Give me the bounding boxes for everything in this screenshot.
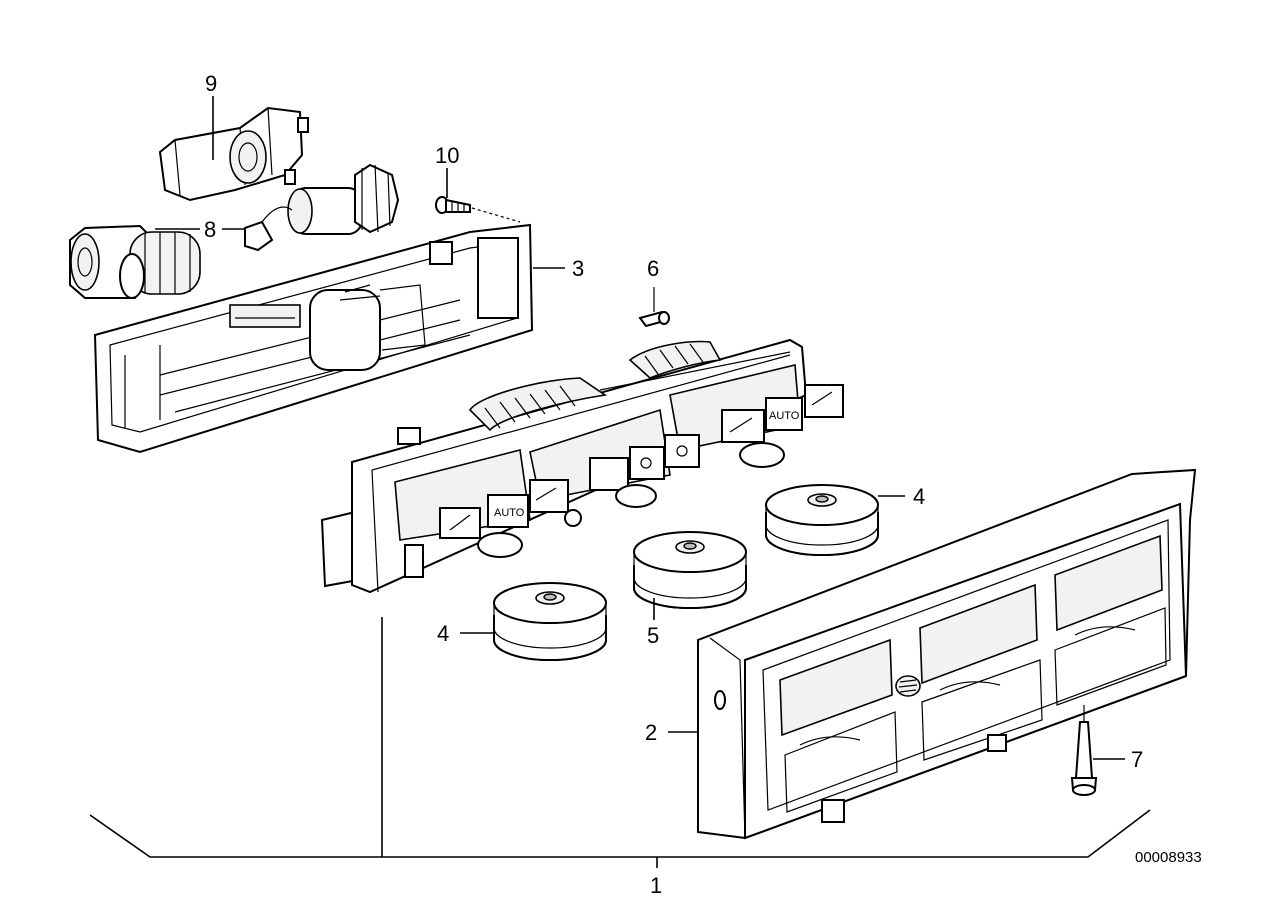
part-3-rear-frame	[93, 223, 534, 454]
part-5-knob	[633, 531, 747, 609]
callout-5: 5	[647, 623, 659, 648]
callout-4-left: 4	[437, 621, 449, 646]
callout-1: 1	[650, 873, 662, 898]
part-8-bulb-holder-left	[69, 224, 201, 299]
auto-label-right: AUTO	[769, 410, 800, 422]
part-4-knob-right	[765, 484, 879, 556]
sun-button	[629, 446, 665, 480]
part-6-bulb	[638, 287, 670, 328]
airflow-button-left	[529, 479, 569, 513]
part-10-screw	[435, 196, 521, 223]
auto-label-left: AUTO	[494, 507, 525, 519]
auto-button-right	[765, 397, 803, 431]
airflow-button-right	[804, 384, 844, 418]
callout-10: 10	[435, 143, 459, 168]
part-7-pin	[1070, 705, 1098, 796]
control-unit-assembly: AUTO AUTO	[320, 338, 844, 594]
callout-2: 2	[645, 720, 657, 745]
knob-stub-left	[477, 532, 523, 558]
callout-3: 3	[572, 256, 584, 281]
defrost-button-left	[439, 507, 481, 539]
leader-lines	[155, 96, 1125, 760]
assembly-bracket	[89, 617, 1151, 868]
knob-stub-middle	[615, 484, 657, 508]
part-4-knob-left	[493, 582, 607, 661]
callout-9: 9	[205, 71, 217, 96]
defrost-button-right	[721, 409, 765, 443]
callout-8: 8	[204, 217, 216, 242]
part-8-bulb-holder-right	[244, 163, 400, 252]
auto-button-left	[487, 494, 529, 528]
part-2-front-bezel	[697, 468, 1197, 840]
callout-4-right: 4	[913, 484, 925, 509]
callout-6: 6	[647, 256, 659, 281]
recirc-button	[664, 434, 700, 468]
knob-stub-right	[739, 442, 785, 468]
part-9-connector	[158, 106, 309, 202]
callout-labels: 9 10 8 3 6 4 4 5 2 7 1 00008933	[204, 71, 1202, 898]
callout-7: 7	[1131, 747, 1143, 772]
rear-defrost-button	[589, 457, 629, 491]
reference-number: 00008933	[1135, 849, 1202, 866]
